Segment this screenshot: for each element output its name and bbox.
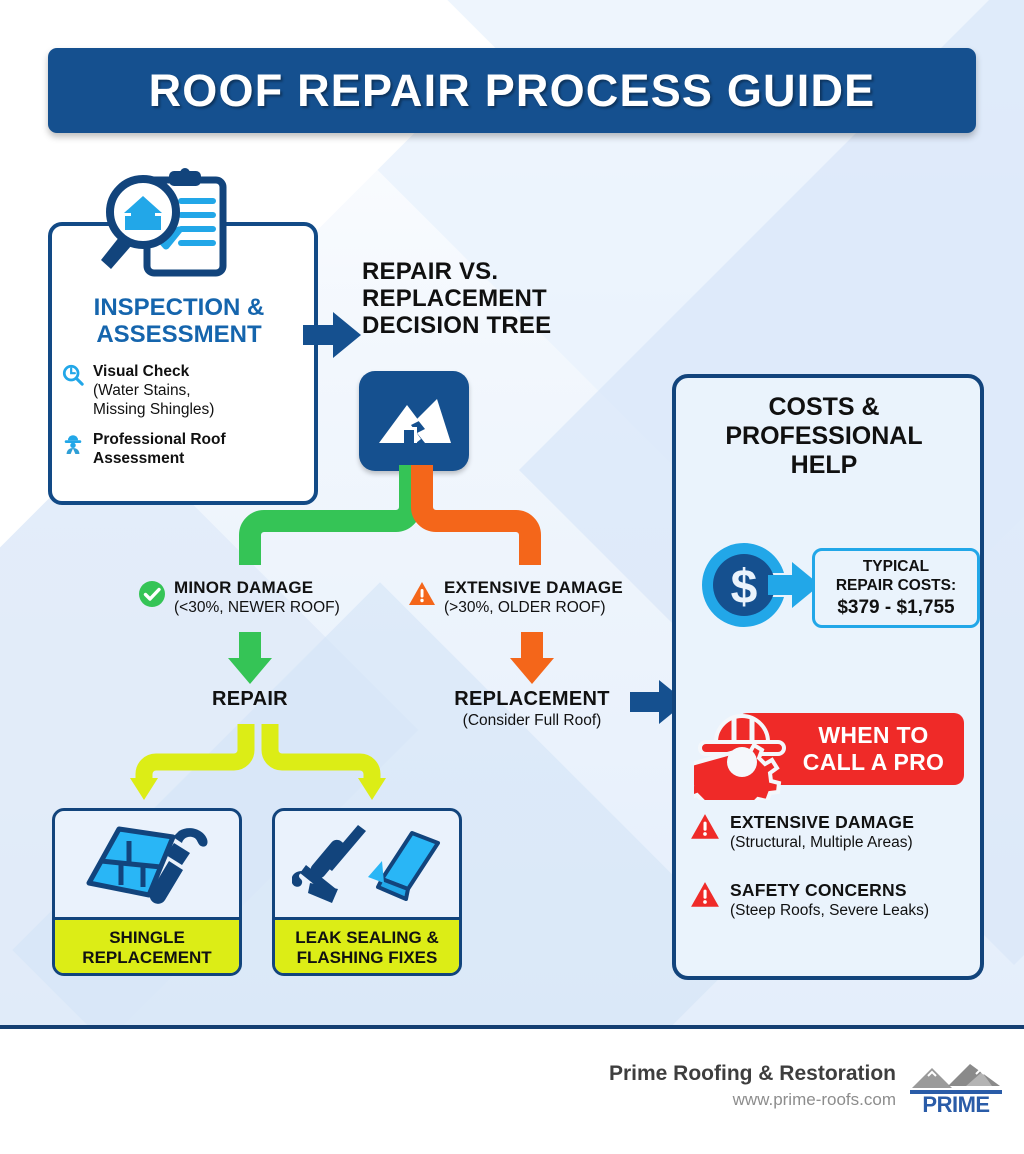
outcome-repair: REPAIR xyxy=(160,688,340,711)
list-item: Visual Check (Water Stains, Missing Shin… xyxy=(62,362,307,419)
branch-label-detail: (>30%, OLDER ROOF) xyxy=(444,599,606,616)
svg-text:$: $ xyxy=(731,561,758,614)
repair-option-card[interactable]: SHINGLE REPLACEMENT xyxy=(52,808,242,976)
prime-logo-text: PRIME xyxy=(922,1092,989,1116)
page-title-bar: ROOF REPAIR PROCESS GUIDE xyxy=(48,48,976,133)
cost-label-line1: TYPICAL xyxy=(862,558,930,575)
card-caption-line1: LEAK SEALING & xyxy=(295,928,439,947)
list-item-heading: Professional Roof xyxy=(93,431,226,448)
outcome-replacement: REPLACEMENT (Consider Full Roof) xyxy=(432,688,632,730)
outcome-label: REPAIR xyxy=(212,688,288,710)
connector-orange-pipe xyxy=(411,465,541,565)
branch-label-text: MINOR DAMAGE (<30%, NEWER ROOF) xyxy=(174,578,340,617)
list-item-heading: Visual Check xyxy=(93,363,190,380)
repair-option-card[interactable]: LEAK SEALING & FLASHING FIXES xyxy=(272,808,462,976)
arrow-right-icon xyxy=(303,312,361,358)
costs-panel-title-line2: PROFESSIONAL xyxy=(725,422,923,450)
decision-tree-title-line1: REPAIR VS. xyxy=(362,258,499,285)
card-art xyxy=(275,811,459,917)
list-item-text: Visual Check (Water Stains, Missing Shin… xyxy=(93,362,214,419)
arrow-down-green-icon xyxy=(228,632,272,684)
pro-item-detail: (Steep Roofs, Severe Leaks) xyxy=(730,902,930,919)
card-caption-line2: REPLACEMENT xyxy=(82,948,212,967)
card-caption-line2: FLASHING FIXES xyxy=(296,948,438,967)
costs-panel-title-line1: COSTS & xyxy=(768,393,880,421)
inspection-title: INSPECTION & ASSESSMENT xyxy=(48,294,310,348)
inspection-list: Visual Check (Water Stains, Missing Shin… xyxy=(62,362,307,479)
page-title: ROOF REPAIR PROCESS GUIDE xyxy=(148,64,876,116)
branch-label-heading: MINOR DAMAGE xyxy=(174,578,314,597)
prime-roof-logo: PRIME xyxy=(910,1064,1002,1116)
call-a-pro-text: WHEN TO CALL A PRO xyxy=(757,722,944,776)
pro-item-detail: (Structural, Multiple Areas) xyxy=(730,834,913,851)
decision-tree-title-line3: DECISION TREE xyxy=(362,312,552,339)
arrow-down-orange-icon xyxy=(510,632,554,684)
card-caption: LEAK SEALING & FLASHING FIXES xyxy=(275,917,459,973)
magnifier-icon xyxy=(62,364,84,386)
list-item-text: Professional Roof Assessment xyxy=(93,430,226,468)
branch-label-extensive: EXTENSIVE DAMAGE (>30%, OLDER ROOF) xyxy=(408,578,668,617)
caulk-gun-flashing-icon xyxy=(292,825,440,903)
branch-label-detail: (<30%, NEWER ROOF) xyxy=(174,599,340,616)
cost-label-line2: REPAIR COSTS: xyxy=(835,577,957,594)
pro-item: SAFETY CONCERNS (Steep Roofs, Severe Lea… xyxy=(690,880,976,920)
branch-label-text: EXTENSIVE DAMAGE (>30%, OLDER ROOF) xyxy=(444,578,623,617)
connector-green-pipe xyxy=(239,465,421,565)
cracked-roof-icon xyxy=(379,399,451,443)
cost-label: TYPICAL REPAIR COSTS: xyxy=(836,557,956,595)
footer xyxy=(0,1029,1024,1154)
shingle-hammer-icon xyxy=(86,826,208,904)
list-item-detail-line1: Assessment xyxy=(93,450,185,467)
outcome-label: REPLACEMENT xyxy=(454,688,610,710)
costs-panel-title: COSTS & PROFESSIONAL HELP xyxy=(672,393,976,480)
inspection-title-line1: INSPECTION & xyxy=(93,294,265,321)
branch-label-heading: EXTENSIVE DAMAGE xyxy=(444,578,623,597)
typical-cost-box: TYPICAL REPAIR COSTS: $379 - $1,755 xyxy=(812,548,980,628)
warning-triangle-icon xyxy=(691,882,719,907)
card-caption: SHINGLE REPLACEMENT xyxy=(55,917,239,973)
pro-item-text: EXTENSIVE DAMAGE (Structural, Multiple A… xyxy=(730,812,914,852)
cost-value: $379 - $1,755 xyxy=(837,597,955,618)
call-a-pro-line1: WHEN TO xyxy=(818,722,929,748)
decision-tree-title-line2: REPLACEMENT xyxy=(362,285,547,312)
dollar-coin-icon: $ xyxy=(702,543,820,627)
pro-item-heading: SAFETY CONCERNS xyxy=(730,880,907,900)
hardhat-gear-icon xyxy=(694,714,786,800)
card-art xyxy=(55,811,239,917)
inspection-title-line2: ASSESSMENT xyxy=(96,321,262,348)
footer-url[interactable]: www.prime-roofs.com xyxy=(732,1090,896,1109)
outcome-detail: (Consider Full Roof) xyxy=(462,712,602,729)
branch-label-minor: MINOR DAMAGE (<30%, NEWER ROOF) xyxy=(138,578,368,617)
list-item-detail-line1: (Water Stains, xyxy=(93,382,191,399)
pro-item: EXTENSIVE DAMAGE (Structural, Multiple A… xyxy=(690,812,976,852)
footer-company-name: Prime Roofing & Restoration xyxy=(608,1062,896,1085)
connector-yellow-split xyxy=(130,724,386,800)
clipboard-magnifier-house-icon xyxy=(101,168,227,277)
warning-triangle-icon xyxy=(691,814,719,839)
card-caption-line1: SHINGLE xyxy=(109,928,185,947)
call-a-pro-line2: CALL A PRO xyxy=(802,749,945,775)
warning-triangle-icon xyxy=(409,582,435,605)
costs-panel xyxy=(672,374,984,980)
pro-item-heading: EXTENSIVE DAMAGE xyxy=(730,812,915,832)
decision-tree-title: REPAIR VS. REPLACEMENT DECISION TREE xyxy=(362,258,612,339)
costs-panel-title-line3: HELP xyxy=(790,451,858,479)
check-circle-icon xyxy=(139,581,165,607)
list-item-detail-line2: Missing Shingles) xyxy=(93,401,215,418)
pro-item-text: SAFETY CONCERNS (Steep Roofs, Severe Lea… xyxy=(730,880,929,920)
footer-divider xyxy=(0,1025,1024,1029)
decision-tree-icon-tile xyxy=(359,371,469,471)
hardhat-worker-icon xyxy=(64,435,82,454)
list-item: Professional Roof Assessment xyxy=(62,430,307,468)
